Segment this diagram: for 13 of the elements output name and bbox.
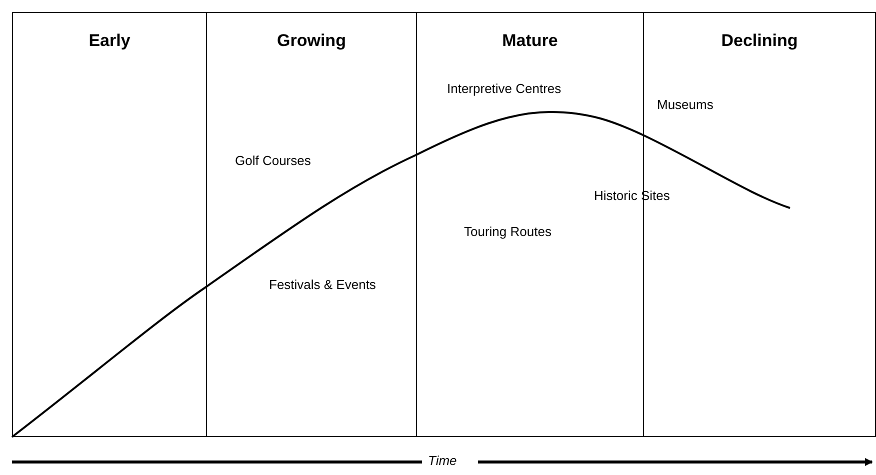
stage-heading: Growing xyxy=(276,31,347,51)
attraction-label: Museums xyxy=(657,97,714,112)
stage-column xyxy=(643,12,876,437)
attraction-label: Interpretive Centres xyxy=(447,81,562,96)
attraction-label: Golf Courses xyxy=(235,153,311,168)
axis-label: Time xyxy=(428,453,457,468)
stage-heading: Declining xyxy=(720,31,799,51)
stage-heading: Early xyxy=(88,31,132,51)
stage-heading: Mature xyxy=(501,31,559,51)
stage-column xyxy=(206,12,417,437)
attraction-label: Festivals & Events xyxy=(269,277,376,292)
stage-column xyxy=(12,12,207,437)
attraction-label: Touring Routes xyxy=(464,224,552,239)
